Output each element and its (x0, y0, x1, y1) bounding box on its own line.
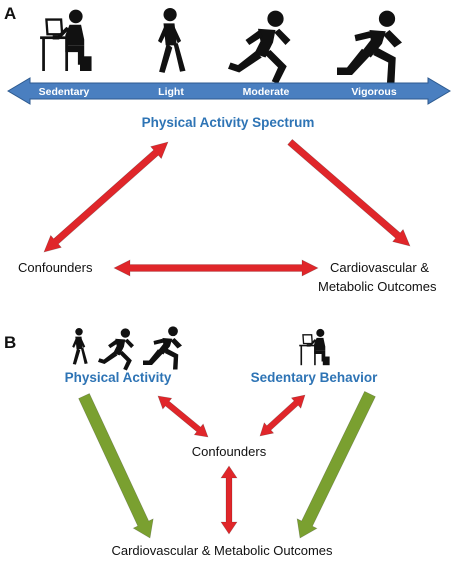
running-person-icon (98, 328, 134, 371)
spectrum-label-vigorous: Vigorous (351, 86, 396, 98)
running-person-icon (228, 10, 291, 84)
panel-b-confounders-label: Confounders (192, 444, 267, 459)
spectrum-confounders-double-arrow (43, 141, 169, 253)
spectrum-label-moderate: Moderate (243, 86, 290, 98)
sprinting-person-icon (337, 10, 402, 83)
panel-a-outcomes-line2: Metabolic Outcomes (318, 279, 437, 294)
spectrum-label-light: Light (158, 86, 184, 98)
panel-a-arrows (43, 138, 411, 277)
spectrum-to-outcomes-arrow (287, 138, 411, 247)
walking-person-icon (72, 328, 88, 365)
physical-activity-to-outcomes-arrow (78, 393, 154, 539)
spectrum-label-sedentary: Sedentary (39, 86, 90, 98)
sedentary-behavior-confounders-double-arrow (259, 394, 306, 437)
panel-a-letter: A (4, 4, 16, 23)
physical-activity-label: Physical Activity (65, 370, 172, 385)
sprinting-person-icon (143, 326, 182, 370)
panel-b-arrows (78, 391, 376, 539)
walking-person-icon (158, 8, 186, 73)
panel-a-icons (38, 8, 402, 84)
activity-spectrum-bar (7, 77, 451, 105)
physical-activity-spectrum-title: Physical Activity Spectrum (142, 115, 315, 130)
sedentary-behavior-to-outcomes-arrow (296, 391, 376, 539)
confounders-outcomes-double-arrow (220, 465, 238, 535)
desk-sitting-person-icon (298, 328, 331, 366)
confounders-outcomes-double-arrow (113, 259, 319, 277)
panel-b-outcomes-label: Cardiovascular & Metabolic Outcomes (111, 543, 333, 558)
panel-a-confounders-label: Confounders (18, 260, 93, 275)
panel-b-letter: B (4, 333, 16, 352)
desk-sitting-person-icon (38, 8, 93, 73)
physical-activity-confounders-double-arrow (157, 395, 209, 438)
panel-b-icons (72, 326, 331, 371)
sedentary-behavior-label: Sedentary Behavior (251, 370, 379, 385)
panel-a-outcomes-line1: Cardiovascular & (330, 260, 429, 275)
